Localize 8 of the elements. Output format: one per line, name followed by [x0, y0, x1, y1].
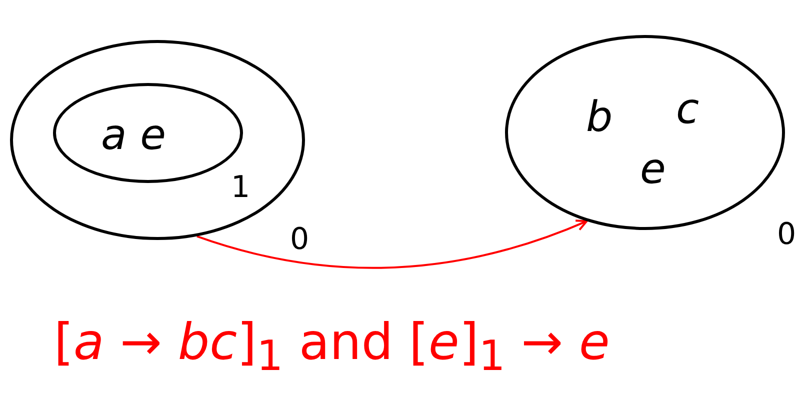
arrow: [196, 219, 588, 269]
membrane-label: 0: [290, 225, 310, 255]
membrane-label: 1: [231, 173, 250, 203]
object-symbol: b: [586, 96, 613, 138]
object-symbol: e: [640, 148, 666, 190]
object-symbol: c: [676, 88, 700, 130]
membrane-label: 0: [777, 220, 796, 250]
object-symbol: a e: [101, 114, 166, 156]
